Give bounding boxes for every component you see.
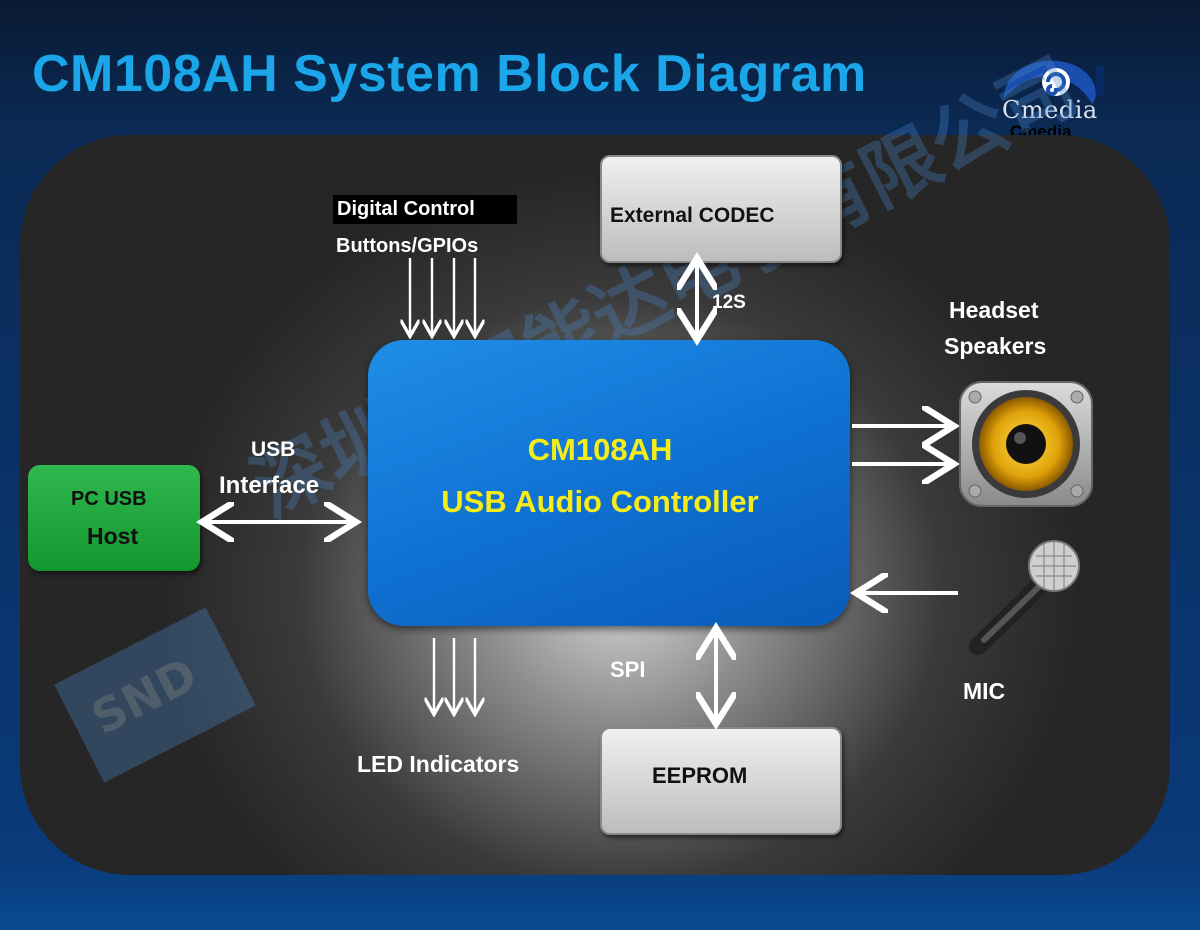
pc-usb-host-block: PC USB Host: [28, 465, 200, 571]
led-arrows: [434, 638, 475, 712]
headset-label: Headset: [949, 297, 1039, 323]
led-indicators-label: LED Indicators: [357, 751, 520, 777]
spi-label: SPI: [610, 657, 646, 682]
external-codec-block: External CODEC: [600, 155, 842, 263]
eeprom-label: EEPROM: [652, 763, 748, 788]
external-codec-label: External CODEC: [610, 204, 775, 227]
speakers-label: Speakers: [944, 333, 1047, 359]
buttons-gpios-label: Buttons/GPIOs: [336, 235, 479, 257]
usb-label: USB: [251, 438, 296, 461]
page-title: CM108AH System Block Diagram: [32, 45, 867, 103]
logo-text: Cmedia: [1002, 96, 1098, 124]
i2s-label: 12S: [712, 292, 746, 313]
gpio-arrows: [410, 258, 475, 334]
digital-control-label: Digital Control: [333, 195, 517, 224]
controller-block: [368, 340, 850, 626]
pc-usb-label: PC USB: [71, 488, 147, 510]
pc-host-label: Host: [87, 523, 139, 549]
interface-label: Interface: [219, 472, 320, 499]
microphone-icon: [969, 540, 1080, 655]
mic-label: MIC: [963, 678, 1006, 704]
speaker-icon: [959, 381, 1093, 507]
swirl-logo-icon: [1004, 60, 1104, 104]
